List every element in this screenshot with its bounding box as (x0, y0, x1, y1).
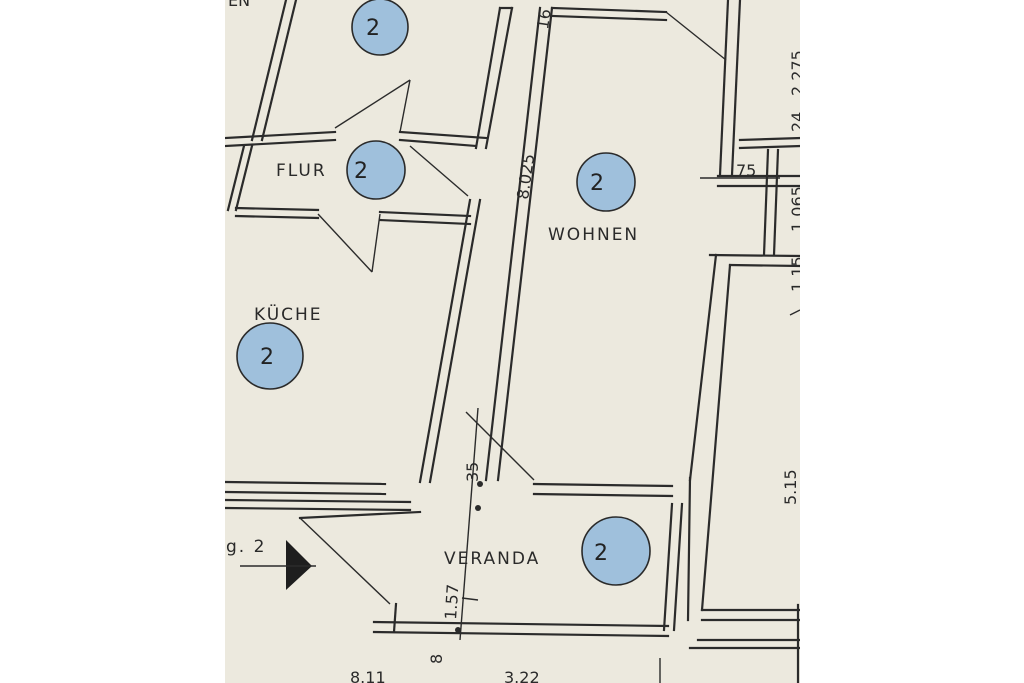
room-marker-top: 2 (351, 0, 409, 56)
dim-bottom-8: 8 (427, 654, 446, 664)
room-marker-kueche: 2 (236, 322, 304, 390)
dim-bottom-322: 3.22 (504, 668, 540, 683)
room-marker-veranda: 2 (581, 516, 651, 586)
svg-text:2: 2 (260, 345, 274, 370)
cut-label: g. 2 (226, 537, 266, 557)
room-marker-flur: 2 (346, 140, 406, 200)
dim-right-515: 5.15 (781, 469, 800, 505)
walls (224, 0, 802, 683)
room-label-kueche: KÜCHE (254, 303, 323, 325)
dim-veranda-35: 35 (463, 462, 482, 482)
room-label-wohnen: WOHNEN (548, 225, 639, 245)
svg-text:2: 2 (590, 171, 604, 196)
section-arrow-icon (286, 540, 312, 590)
dim-small-75: 75 (736, 161, 756, 180)
dim-veranda-157: 1.57 (441, 583, 462, 620)
dim-bottom-811: 8.11 (350, 668, 386, 683)
svg-text:2: 2 (354, 159, 368, 184)
room-label-flur: FLUR (276, 161, 327, 181)
right-margin (800, 0, 1024, 683)
paper-sheet (225, 0, 800, 683)
left-margin (0, 0, 225, 683)
room-label-veranda: VERANDA (444, 549, 540, 569)
svg-text:2: 2 (594, 541, 608, 566)
svg-text:2: 2 (366, 16, 380, 41)
room-marker-wohnen: 2 (576, 152, 636, 212)
top-cut-text: EN (228, 0, 250, 10)
dim-wall-top: 16 (533, 8, 555, 31)
